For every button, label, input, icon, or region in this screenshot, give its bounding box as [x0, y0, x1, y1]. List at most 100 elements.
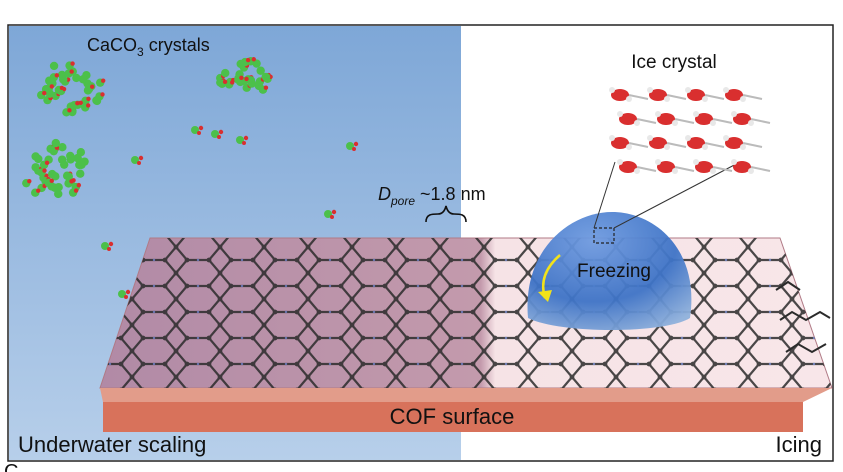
water-molecule [733, 161, 751, 173]
calcium-atom [118, 290, 126, 298]
calcium-atom [31, 152, 40, 161]
calcium-atom [77, 160, 86, 169]
calcium-atom [51, 172, 60, 181]
calcium-atom [45, 89, 54, 98]
cof-slab-side [100, 388, 832, 402]
water-molecule [733, 113, 751, 125]
oxygen-atom [626, 96, 632, 102]
calcium-atom [191, 126, 199, 134]
cof-surface-label: COF surface [390, 404, 515, 429]
oxygen-atom [70, 61, 75, 66]
oxygen-atom [49, 178, 54, 184]
oxygen-atom [693, 159, 699, 165]
oxygen-atom [655, 159, 661, 165]
calcium-atom [211, 130, 219, 138]
oxygen-atom [89, 84, 95, 89]
hydrogen-bond [750, 118, 771, 124]
oxygen-atom [617, 111, 623, 117]
panel-letter-partial: C [4, 461, 18, 472]
oxygen-atom [672, 168, 678, 174]
calcium-atom [58, 142, 67, 152]
calcium-atom [72, 73, 81, 83]
calcium-atom [76, 148, 86, 157]
oxygen-atom [263, 85, 269, 90]
water-molecule [695, 113, 713, 125]
water-molecule [611, 89, 629, 101]
oxygen-atom [702, 96, 708, 102]
oxygen-atom [108, 241, 114, 247]
hydrogen-bond [704, 94, 725, 100]
calcium-atom [92, 96, 102, 106]
oxygen-atom [609, 87, 615, 93]
underwater-scaling-label: Underwater scaling [18, 432, 206, 457]
water-molecule [611, 137, 629, 149]
water-molecule [649, 137, 667, 149]
oxygen-atom [243, 135, 249, 141]
dpore-brace [425, 205, 467, 223]
oxygen-atom [740, 96, 746, 102]
water-droplet [527, 212, 692, 330]
hydrogen-bond [750, 166, 771, 172]
oxygen-atom [626, 144, 632, 150]
oxygen-atom [710, 168, 716, 174]
hydrogen-bond [636, 166, 657, 172]
oxygen-atom [740, 144, 746, 150]
calcium-atom [101, 242, 109, 250]
oxygen-atom [76, 182, 82, 188]
dpore-label: Dpore ~1.8 nm [378, 184, 486, 208]
oxygen-atom [617, 159, 623, 165]
hydrogen-bond [636, 118, 657, 124]
oxygen-atom [73, 188, 79, 193]
water-molecule [619, 161, 637, 173]
oxygen-atom [239, 75, 244, 81]
calcium-atom [131, 156, 139, 164]
oxygen-atom [647, 87, 653, 93]
calcium-atom [49, 61, 59, 71]
oxygen-atom [647, 135, 653, 141]
calcium-atom [256, 66, 265, 75]
caco3-label: CaCO3 crystals [87, 35, 210, 59]
oxygen-atom [664, 144, 670, 150]
oxygen-atom [137, 161, 141, 165]
oxygen-atom [229, 80, 235, 85]
oxygen-atom [685, 135, 691, 141]
calcium-atom [59, 75, 68, 84]
hydrogen-bond [666, 142, 687, 148]
oxygen-atom [352, 147, 356, 151]
calcium-atom [54, 189, 63, 199]
oxygen-atom [59, 85, 65, 91]
oxygen-atom [245, 57, 251, 63]
oxygen-atom [634, 120, 640, 126]
calcium-atom [236, 136, 244, 144]
water-molecule [725, 137, 743, 149]
oxygen-atom [217, 135, 221, 139]
ice-zoom-box [593, 227, 615, 244]
oxygen-atom [36, 188, 41, 193]
calcium-atom [54, 183, 63, 192]
ice-crystal-structure [609, 87, 771, 174]
water-molecule [657, 161, 675, 173]
hydrogen-bond [666, 94, 687, 100]
oxygen-atom [49, 84, 55, 89]
oxygen-atom [664, 96, 670, 102]
oxygen-atom [69, 69, 74, 74]
water-molecule [695, 161, 713, 173]
calcium-atom [78, 75, 88, 84]
oxygen-atom [748, 120, 754, 126]
calcium-atom [221, 68, 230, 78]
oxygen-atom [251, 57, 256, 62]
oxygen-atom [218, 129, 224, 135]
cof-surface-bar [103, 402, 803, 432]
oxygen-atom [723, 135, 729, 141]
oxygen-atom [54, 73, 60, 78]
calcium-atom [346, 142, 354, 150]
oxygen-atom [44, 160, 50, 166]
oxygen-atom [42, 168, 47, 173]
oxygen-atom [86, 103, 91, 108]
oxygen-atom [69, 179, 74, 184]
oxygen-atom [634, 168, 640, 174]
oxygen-atom [138, 155, 144, 161]
calcium-atom [76, 169, 85, 178]
oxygen-atom [723, 87, 729, 93]
